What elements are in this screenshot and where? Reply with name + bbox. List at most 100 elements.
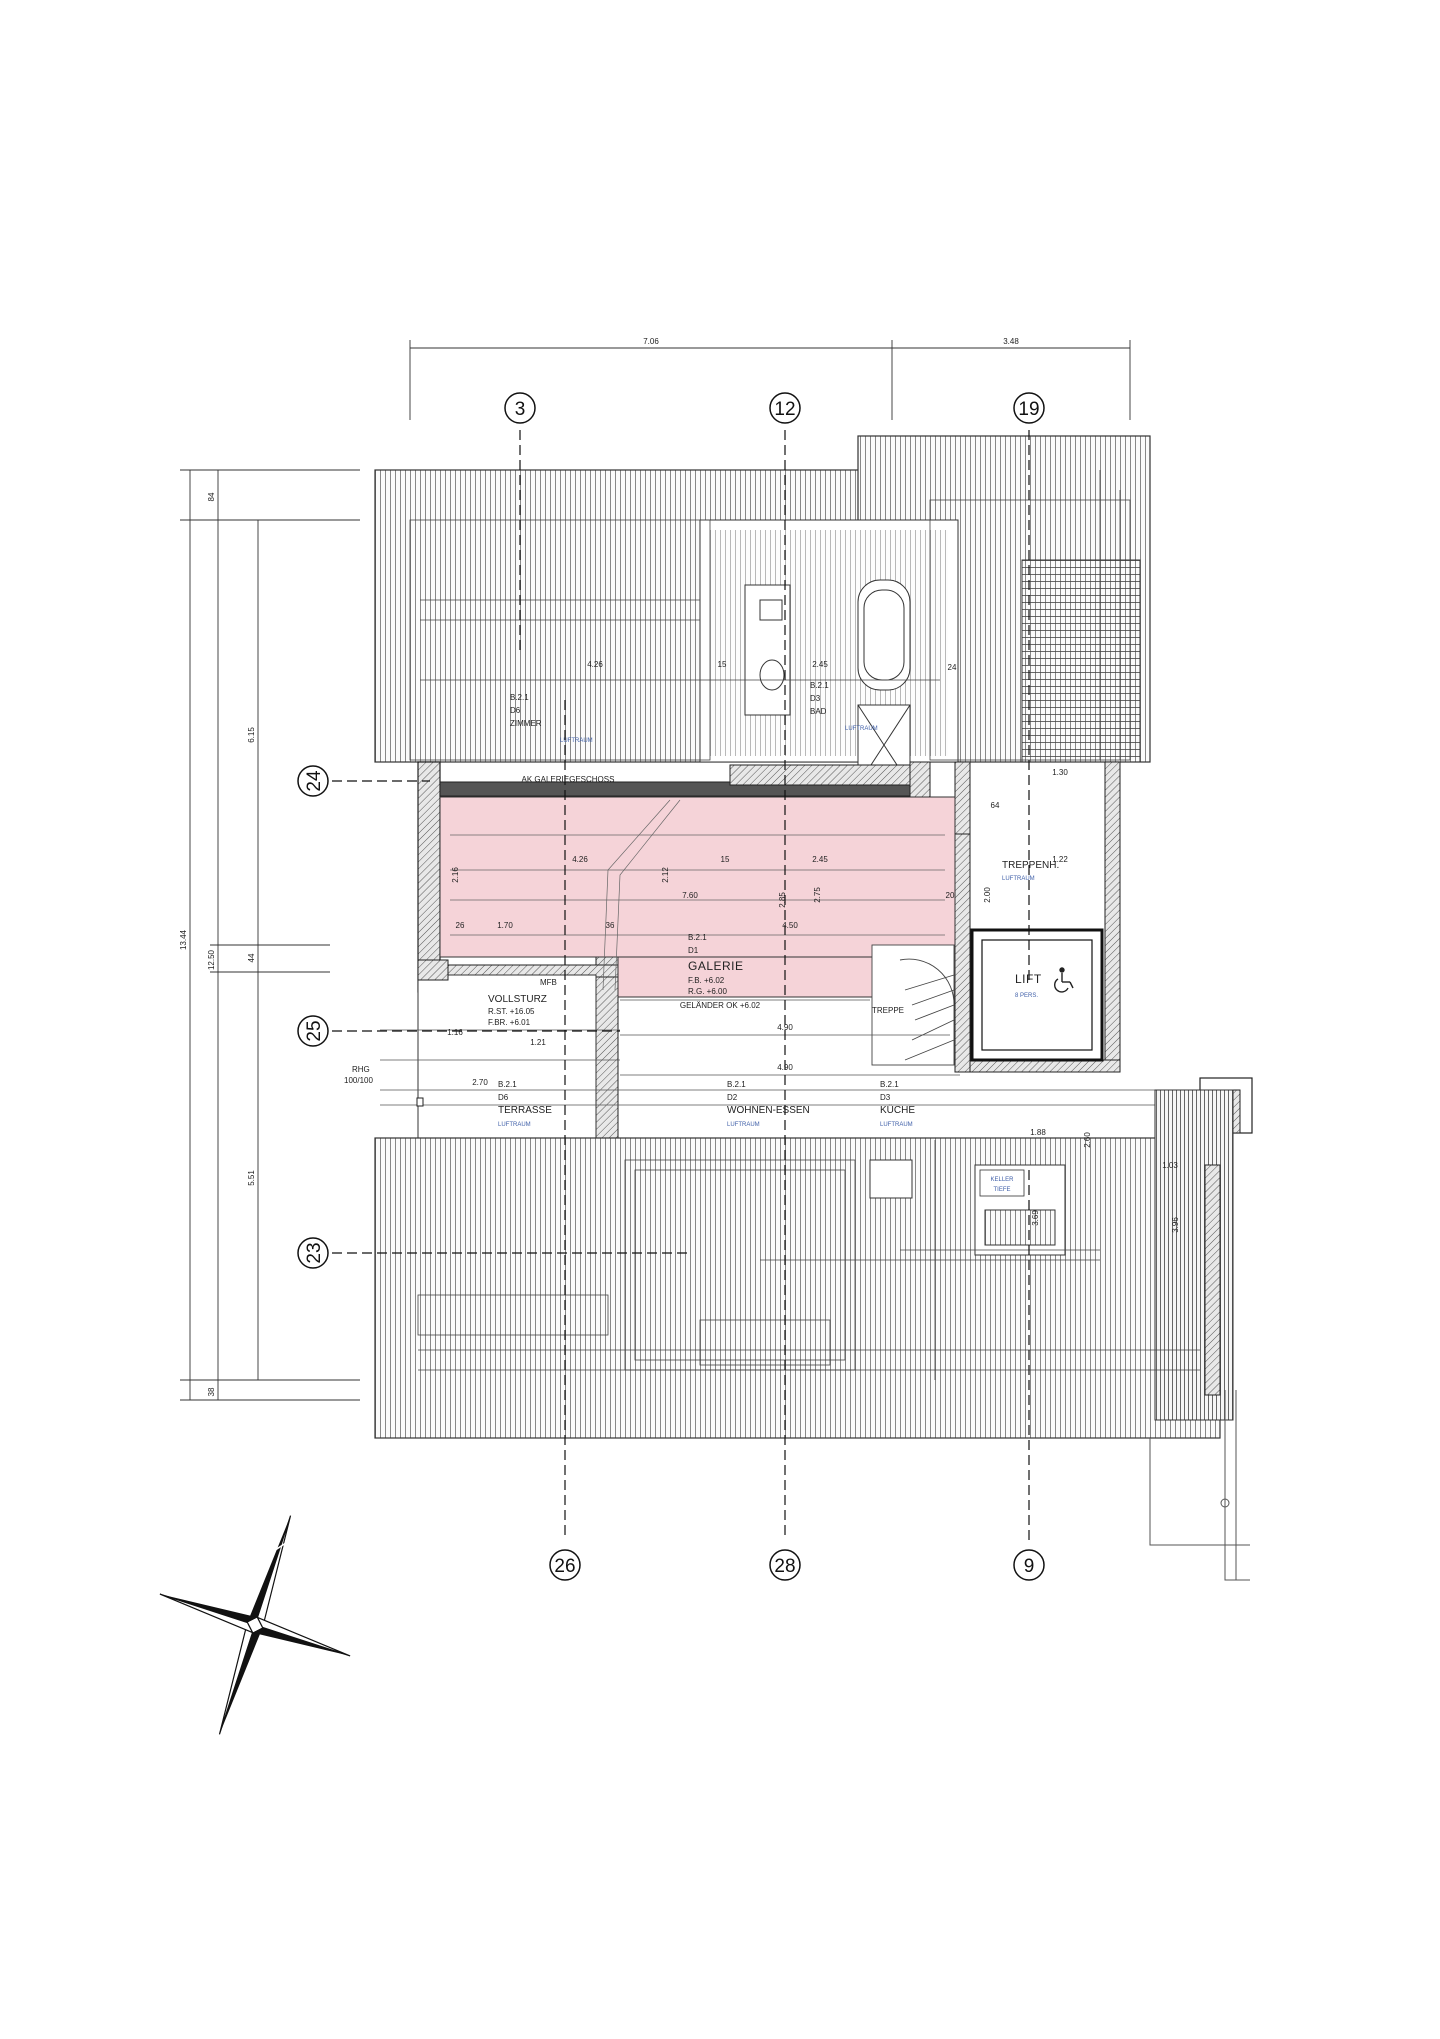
svg-text:TREPPENH.: TREPPENH.: [1002, 860, 1059, 871]
svg-text:KÜCHE: KÜCHE: [880, 1104, 915, 1116]
north-arrow-icon: [159, 1515, 351, 1735]
svg-text:2.60: 2.60: [1083, 1132, 1092, 1148]
axis-bubble-left-23: 23: [297, 1237, 329, 1269]
dim-left-seg-5: 38: [207, 1387, 216, 1396]
svg-text:2.12: 2.12: [661, 867, 670, 883]
room-label-lift: LIFT 8 PERS.: [1015, 967, 1074, 999]
terrace-block: [380, 959, 1200, 1141]
svg-text:BAD: BAD: [810, 707, 827, 716]
room-label-terrasse: B.2.1 D6 TERRASSE LUFTRAUM: [498, 1080, 552, 1128]
dim-top-2: 3.48: [1003, 337, 1019, 346]
svg-text:4.50: 4.50: [782, 921, 798, 930]
axis-bubble-left-24: 24: [297, 765, 329, 797]
svg-text:3.96: 3.96: [1171, 1217, 1180, 1233]
svg-text:MFB: MFB: [540, 978, 557, 987]
dim-left-seg-2: 6.15: [247, 727, 256, 743]
svg-text:LUFTRAUM: LUFTRAUM: [1002, 876, 1035, 882]
room-label-d3-bad: B.2.1 D3 BAD LUFTRAUM: [810, 681, 878, 732]
dim-left-outer: 13.44: [179, 929, 188, 950]
gallery-level-label: AK GALERIEGESCHOSS: [522, 775, 615, 784]
svg-text:28: 28: [774, 1556, 795, 1577]
svg-text:LUFTRAUM: LUFTRAUM: [560, 738, 593, 744]
svg-text:LUFTRAUM: LUFTRAUM: [498, 1122, 531, 1128]
svg-text:RHG: RHG: [352, 1065, 370, 1074]
svg-text:1.16: 1.16: [447, 1028, 463, 1037]
dim-top-1: 7.06: [643, 337, 659, 346]
dim-left-seg-4: 5.51: [247, 1170, 256, 1186]
svg-text:2.45: 2.45: [812, 855, 828, 864]
svg-text:24: 24: [948, 663, 957, 672]
room-label-galerie: B.2.1 D1 GALERIE F.B. +6.02 R.G. +6.00: [688, 933, 743, 996]
svg-text:KELLER: KELLER: [990, 1177, 1014, 1183]
svg-text:36: 36: [606, 921, 615, 930]
room-label-vollsturz: MFB VOLLSTURZ R.ST. +16.05 F.BR. +6.01: [488, 978, 557, 1027]
svg-text:1.03: 1.03: [1162, 1161, 1178, 1170]
axis-lines: [332, 430, 1030, 1540]
svg-text:TERRASSE: TERRASSE: [498, 1105, 552, 1116]
svg-text:15: 15: [721, 855, 730, 864]
svg-text:3.69: 3.69: [1031, 1210, 1040, 1226]
axis-bubble-bottom-9: 9: [1013, 1549, 1045, 1581]
room-label-d6-zimmer: B.2.1 D6 ZIMMER LUFTRAUM: [510, 693, 593, 744]
svg-text:19: 19: [1018, 399, 1039, 420]
axis-bubble-top-12: 12: [769, 392, 801, 424]
svg-text:2.70: 2.70: [472, 1078, 488, 1087]
svg-text:26: 26: [554, 1556, 575, 1577]
room-label-wohnen-essen: B.2.1 D2 WOHNEN-ESSEN LUFTRAUM: [727, 1080, 810, 1128]
svg-text:4.26: 4.26: [572, 855, 588, 864]
svg-text:2.85: 2.85: [778, 892, 787, 908]
svg-text:2.75: 2.75: [813, 887, 822, 903]
svg-text:VOLLSTURZ: VOLLSTURZ: [488, 994, 547, 1005]
dim-left-seg-3: 44: [247, 953, 256, 962]
axis-bubble-left-25: 25: [297, 1015, 329, 1047]
svg-text:20: 20: [946, 891, 955, 900]
svg-text:F.B. +6.02: F.B. +6.02: [688, 976, 725, 985]
axis-bubble-bottom-28: 28: [769, 1549, 801, 1581]
svg-text:B.2.1: B.2.1: [810, 681, 829, 690]
svg-text:4.26: 4.26: [587, 660, 603, 669]
svg-text:ZIMMER: ZIMMER: [510, 719, 542, 728]
svg-text:1.30: 1.30: [1052, 768, 1068, 777]
axis-bubble-top-19: 19: [1013, 392, 1045, 424]
room-label-stairwell: TREPPENH. LUFTRAUM: [1002, 860, 1059, 882]
svg-text:1.70: 1.70: [497, 921, 513, 930]
svg-text:4.90: 4.90: [777, 1063, 793, 1072]
axis-bubble-top-3: 3: [504, 392, 536, 424]
svg-text:LUFTRAUM: LUFTRAUM: [727, 1122, 760, 1128]
svg-text:B.2.1: B.2.1: [510, 693, 529, 702]
svg-text:64: 64: [991, 801, 1000, 810]
svg-text:D6: D6: [510, 706, 521, 715]
stair-label: TREPPE: [872, 1006, 904, 1015]
svg-text:B.2.1: B.2.1: [688, 933, 707, 942]
svg-text:1.88: 1.88: [1030, 1128, 1046, 1137]
svg-text:TIEFE: TIEFE: [993, 1187, 1010, 1193]
dimension-chain-left: [180, 469, 360, 1401]
svg-text:25: 25: [304, 1020, 325, 1041]
svg-text:LUFTRAUM: LUFTRAUM: [845, 726, 878, 732]
svg-text:2.16: 2.16: [451, 867, 460, 883]
svg-text:D1: D1: [688, 946, 699, 955]
dim-left-mid: 12.50: [207, 949, 216, 970]
rs-tag: RHG 100/100: [344, 1065, 424, 1107]
interior-dimensions: 4.26 2.45 15 4.26 15 2.45 7.60 2.12 2.85…: [447, 660, 1180, 1233]
roof-bottom: [374, 1089, 1250, 1581]
svg-text:8 PERS.: 8 PERS.: [1015, 993, 1038, 999]
svg-text:D6: D6: [498, 1093, 509, 1102]
svg-text:D3: D3: [810, 694, 821, 703]
svg-text:1.22: 1.22: [1052, 855, 1068, 864]
svg-text:D3: D3: [880, 1093, 891, 1102]
gallery-area: [439, 796, 1104, 1066]
svg-text:LUFTRAUM: LUFTRAUM: [880, 1122, 913, 1128]
svg-text:3: 3: [515, 399, 526, 420]
svg-text:100/100: 100/100: [344, 1076, 373, 1085]
room-label-keller: KELLER TIEFE: [979, 1169, 1025, 1197]
svg-text:B.2.1: B.2.1: [498, 1080, 517, 1089]
svg-text:15: 15: [718, 660, 727, 669]
svg-text:12: 12: [774, 399, 795, 420]
svg-text:23: 23: [304, 1242, 325, 1263]
svg-text:R.G. +6.00: R.G. +6.00: [688, 987, 727, 996]
svg-text:1.21: 1.21: [530, 1038, 546, 1047]
svg-text:4.90: 4.90: [777, 1023, 793, 1032]
wheelchair-icon: [1054, 967, 1074, 993]
